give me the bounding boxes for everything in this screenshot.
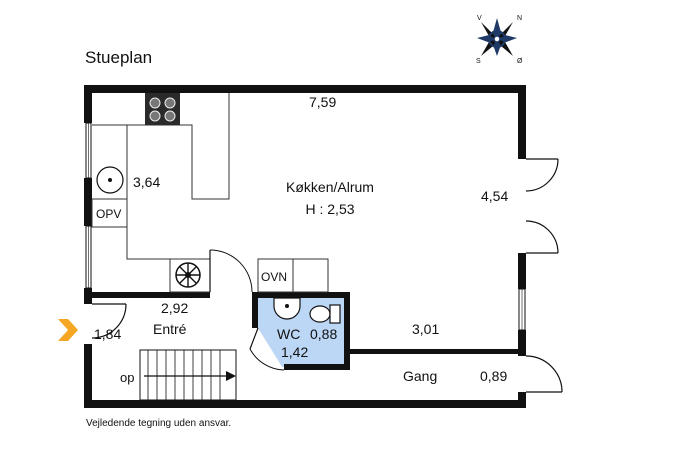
oven-label: OVN (261, 270, 287, 284)
wc-basin-icon (273, 297, 301, 320)
wc-door (249, 327, 285, 380)
wc-width: 0,88 (310, 326, 337, 342)
wc-name: WC (277, 326, 300, 342)
dim-top-width: 7,59 (309, 94, 336, 110)
entre-name: Entré (153, 321, 187, 337)
right-window (518, 288, 526, 331)
wc-depth: 1,42 (281, 344, 308, 360)
gang-exterior-door (525, 355, 563, 393)
dim-entre-width: 2,92 (161, 300, 188, 316)
staircase: op (120, 349, 237, 401)
terrace-double-door (525, 158, 559, 254)
dim-kitchen-left: 3,64 (133, 174, 160, 190)
compass-west: V (477, 15, 482, 22)
kitchen-name: Køkken/Alrum (286, 179, 374, 195)
plan-title: Stueplan (85, 48, 152, 67)
left-windows (85, 122, 92, 289)
dishwasher-box: OPV (91, 198, 128, 228)
disclaimer-note: Vejledende tegning uden ansvar. (86, 418, 231, 429)
kitchen-height: H : 2,53 (305, 201, 354, 217)
stairs-label: op (120, 370, 134, 385)
dim-gang-depth: 0,89 (480, 368, 507, 384)
dim-right-depth: 4,54 (481, 188, 508, 204)
entrance-arrow-icon (58, 319, 78, 341)
compass-north: N (517, 15, 522, 22)
compass-east: Ø (517, 58, 523, 65)
cooktop-icon (145, 93, 180, 125)
entre-kitchen-door (209, 249, 253, 293)
exterior-walls (84, 85, 526, 408)
front-door (91, 303, 127, 339)
toilet-icon (309, 304, 341, 324)
oven-box: OVN (257, 258, 329, 293)
stairs-up-arrow-icon (226, 371, 236, 381)
dim-entre-depth: 1,84 (94, 326, 121, 342)
interior-walls (92, 292, 518, 370)
fan-icon (169, 258, 211, 293)
compass-south: S (476, 58, 481, 65)
kitchen-sink-icon (96, 166, 124, 194)
dishwasher-label: OPV (96, 207, 121, 221)
compass-icon: V N S Ø (476, 15, 523, 65)
gang-name: Gang (403, 368, 437, 384)
dim-gang-width: 3,01 (412, 321, 439, 337)
